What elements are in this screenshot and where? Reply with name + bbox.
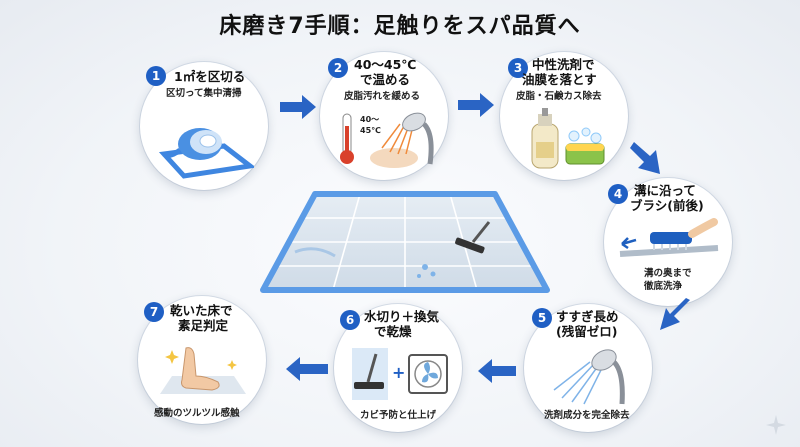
bare-foot-icon	[160, 347, 246, 394]
temperature-label-line-2: 45℃	[360, 126, 381, 135]
step-1-card: 1 1㎡を区切る 区切って集中清掃	[140, 62, 268, 190]
step-title-line-2: (残留ゼロ)	[556, 324, 618, 339]
brush-icon	[619, 218, 719, 257]
page-title: 床磨き7手順：足触りをスパ品質へ	[219, 14, 581, 39]
arrow-step2-to-step3	[458, 93, 494, 117]
shower-head-icon	[370, 112, 434, 168]
sponge-icon	[565, 127, 605, 165]
step-title-line-2: ブラシ(前後)	[630, 198, 704, 213]
step-7-card: 7 乾いた床で 素足判定 感動のツルツル感触	[138, 296, 266, 424]
step-subtitle: 洗剤成分を完全除去	[544, 410, 630, 421]
step-number-badge: 5	[532, 308, 552, 328]
step-6-card: 6 水切り＋換気 で乾燥 + カビ予防と仕上げ	[334, 304, 462, 432]
step-title-line-1: 乾いた床で	[170, 303, 233, 318]
step-title-line-1: 溝に沿って	[634, 183, 696, 198]
step-title-line-2: で乾燥	[374, 324, 412, 339]
step-number-badge: 1	[146, 66, 166, 86]
step-number-badge: 2	[328, 58, 348, 78]
step-title-line-2: で温める	[360, 72, 411, 87]
step-title-line-1: 水切り＋換気	[364, 309, 440, 324]
ventilation-fan-icon	[408, 354, 448, 394]
step-subtitle-line-2: 徹底洗浄	[644, 281, 683, 292]
step-subtitle: 皮脂汚れを緩める	[344, 91, 421, 102]
arrow-step3-to-step4	[630, 142, 660, 174]
detergent-bottle-icon	[531, 108, 605, 169]
step-number-badge: 7	[144, 302, 164, 322]
floor-tiles-illustration	[260, 191, 550, 293]
squeegee-icon	[455, 221, 491, 254]
arrow-step4-to-step5	[660, 298, 690, 330]
step-subtitle-line-1: 溝の奥まで	[644, 268, 692, 279]
plus-sign: +	[392, 363, 406, 382]
step-subtitle: 皮脂・石鹸カス除去	[516, 91, 602, 102]
step-5-card: 5 すすぎ長め (残留ゼロ) 洗剤成分を完全除去	[524, 304, 652, 432]
step-3-card: 3 中性洗剤で 油膜を落とす 皮脂・石鹸カス除去	[500, 52, 628, 180]
step-number-badge: 4	[608, 184, 628, 204]
step-title-line-1: 中性洗剤で	[532, 57, 595, 72]
step-number-badge: 3	[508, 58, 528, 78]
squeegee-icon	[352, 348, 388, 400]
step-title-line-1: すすぎ長め	[556, 309, 619, 324]
arrow-step1-to-step2	[280, 95, 316, 119]
arrow-step5-to-step6	[478, 359, 516, 383]
shower-head-icon	[553, 349, 625, 405]
temperature-label-line-1: 40〜	[360, 115, 380, 124]
step-2-card: 2 40〜45℃ で温める 皮脂汚れを緩める 40〜 45℃	[320, 52, 448, 180]
step-title-line-2: 素足判定	[178, 318, 229, 333]
step-subtitle: カビ予防と仕上げ	[360, 410, 437, 421]
arrow-step6-to-step7	[286, 357, 328, 381]
sparkle-icon	[766, 415, 786, 435]
step-number-badge: 6	[340, 310, 360, 330]
tape-roll-icon	[158, 128, 254, 179]
step-subtitle: 区切って集中清掃	[166, 88, 242, 99]
step-subtitle: 感動のツルツル感触	[154, 408, 240, 419]
thermometer-icon	[340, 113, 354, 164]
step-title: 1㎡を区切る	[174, 69, 246, 84]
step-title-line-2: 油膜を落とす	[522, 72, 597, 87]
step-title-line-1: 40〜45℃	[354, 57, 417, 72]
step-4-card: 4 溝に沿って ブラシ(前後) 溝の奥まで 徹底洗浄	[604, 178, 732, 306]
